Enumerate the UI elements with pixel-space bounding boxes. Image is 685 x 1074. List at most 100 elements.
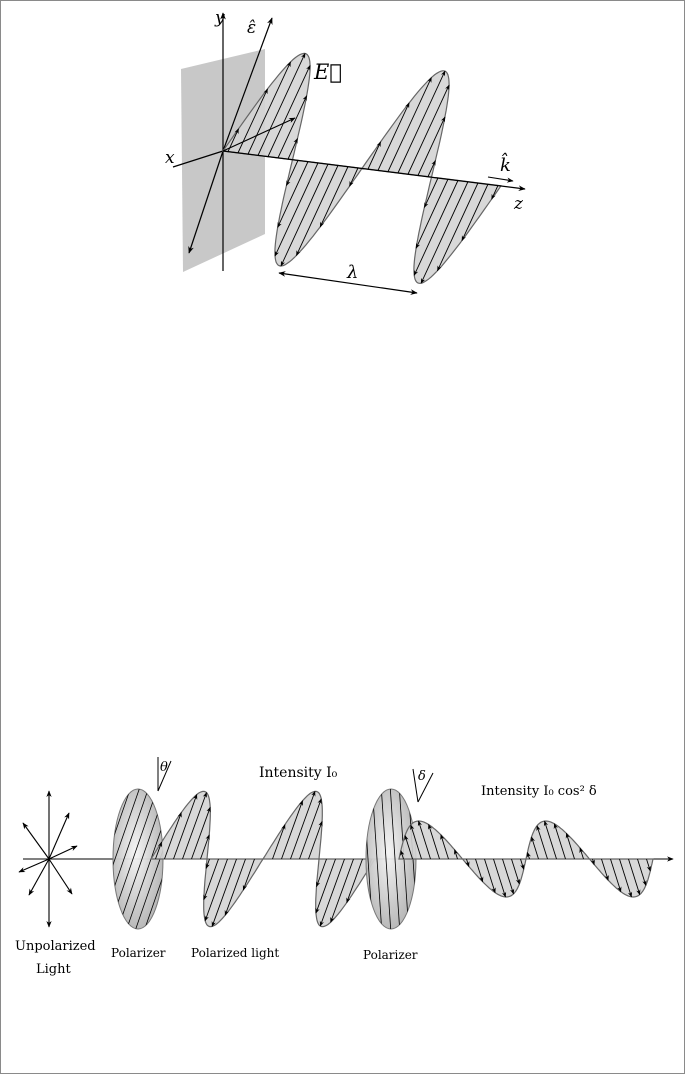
field-arrow [601, 858, 609, 881]
theta-label: θ [160, 760, 168, 775]
field-arrow [428, 823, 440, 860]
field-arrow [211, 858, 237, 927]
unpolarized-light-icon [18, 790, 78, 928]
field-arrow [316, 858, 327, 888]
field-arrow [461, 183, 489, 242]
field-arrow [397, 70, 446, 174]
polarizer-1-label: Polarizer [111, 946, 166, 960]
wavelength-arrow [278, 271, 418, 295]
em-wave-figure: y x z ε̂ E⃗ k̂ λ [165, 8, 526, 295]
field-arrow [281, 800, 304, 860]
field-arrow [367, 141, 382, 170]
delta-angle-marker [412, 768, 434, 803]
field-arrow [319, 858, 345, 927]
field-arrow [191, 806, 211, 860]
field-arrow [543, 820, 557, 860]
field-arrow [417, 820, 431, 860]
field-arrow [420, 181, 469, 284]
field-arrow [377, 102, 410, 171]
field-arrow [173, 794, 198, 860]
field-arrow [413, 180, 459, 276]
polarizer-2-label: Polarizer [363, 948, 418, 962]
theta-angle-marker [157, 757, 172, 792]
field-arrow [453, 849, 459, 860]
field-arrow [404, 834, 413, 860]
field-arrow [299, 798, 322, 860]
field-arrow [400, 850, 405, 860]
delta-label: δ [418, 769, 426, 784]
field-arrow [295, 165, 339, 256]
field-arrow [526, 851, 531, 860]
transmitted-light-wave [398, 820, 654, 898]
field-arrow [530, 836, 539, 860]
electric-field-wave [221, 52, 502, 284]
polarization-figure: θ δ Intensity I₀ Intensity I₀ cos² δ Unp… [15, 757, 674, 977]
polarizer-line [389, 789, 401, 929]
field-arrow [308, 820, 323, 860]
field-arrow [204, 858, 228, 922]
field-arrow [610, 858, 622, 893]
field-arrow [465, 858, 470, 867]
field-arrow [407, 84, 450, 175]
field-arrow [484, 858, 496, 894]
field-arrow [346, 858, 363, 904]
field-arrow [280, 163, 329, 267]
unpolarized-label-line2: Light [36, 962, 71, 977]
unpolarized-label-line1: Unpolarized [15, 939, 96, 954]
polarizer-line [113, 789, 142, 929]
field-arrow [290, 790, 316, 860]
field-arrow [410, 824, 422, 860]
polarizer-line [113, 789, 151, 929]
field-arrow [247, 61, 291, 155]
field-arrow [224, 858, 246, 916]
field-arrow [242, 858, 255, 891]
x-axis-label: x [165, 148, 175, 168]
field-arrow [349, 167, 359, 187]
field-arrow [274, 162, 319, 257]
k-hat-arrow [487, 176, 514, 183]
polarizer-line [113, 789, 133, 929]
intensity-i0-label: Intensity I₀ [259, 765, 338, 781]
field-arrow [565, 832, 575, 860]
e-field-label: E⃗ [313, 60, 342, 84]
wave-fill [398, 820, 654, 898]
field-arrow [417, 116, 446, 176]
field-arrow [272, 824, 286, 860]
field-arrow [493, 858, 507, 898]
intensity-cos-label: Intensity I₀ cos² δ [481, 784, 597, 799]
z-axis [222, 150, 526, 192]
field-arrow [319, 166, 349, 228]
field-arrow [387, 77, 432, 172]
field-arrow [491, 185, 499, 200]
polarizer-line [142, 789, 163, 929]
field-arrow [203, 858, 219, 901]
field-arrow [520, 858, 525, 870]
y-axis-label: y [214, 8, 225, 28]
field-arrow [536, 825, 548, 860]
field-arrow [287, 138, 298, 160]
z-axis-label: z [513, 194, 524, 214]
field-arrow [590, 858, 595, 866]
field-arrow [646, 858, 651, 872]
field-arrow [164, 811, 182, 860]
field-arrow [205, 858, 210, 869]
field-arrow [437, 182, 479, 272]
polarizer-line [371, 789, 383, 929]
field-arrow [637, 858, 647, 886]
x-axis [172, 150, 224, 168]
field-arrow [553, 823, 566, 860]
field-arrow [182, 792, 207, 860]
field-arrow [579, 847, 584, 860]
polarized-light-label: Polarized light [191, 946, 279, 960]
epsilon-vector [222, 17, 273, 152]
field-arrow [257, 52, 306, 156]
field-arrow [277, 95, 308, 159]
field-arrow [619, 858, 633, 898]
field-arrow [427, 160, 436, 177]
polarizer-line [380, 789, 392, 929]
epsilon-vector-reverse [188, 150, 224, 254]
polarized-light-wave [149, 790, 377, 928]
k-hat-label: k̂ [500, 151, 511, 176]
field-arrow [267, 64, 311, 157]
